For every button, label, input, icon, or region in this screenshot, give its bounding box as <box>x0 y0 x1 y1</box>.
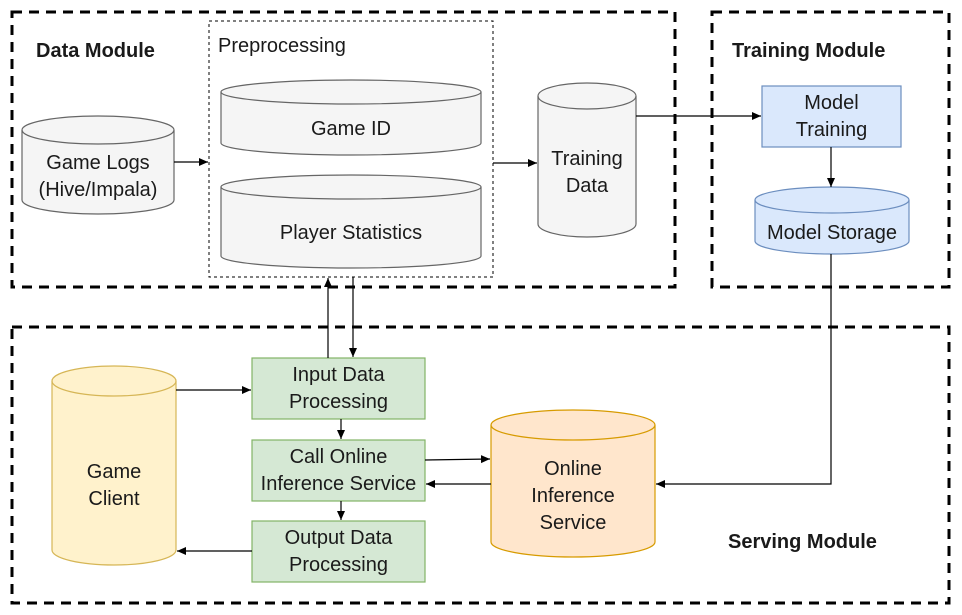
serving-module-title: Serving Module <box>728 530 877 553</box>
preprocessing-title: Preprocessing <box>218 34 346 57</box>
training-module-title: Training Module <box>732 39 886 62</box>
call-online-inference-box <box>251 439 426 502</box>
game-client-label: Game Client <box>86 461 142 510</box>
online-inference-cylinder <box>490 409 656 558</box>
call-online-inference-label: Call Online Inference Service <box>260 446 417 495</box>
input-data-processing-box <box>251 357 426 420</box>
game-client-cylinder <box>51 365 177 566</box>
data-module-title: Data Module <box>36 39 155 62</box>
output-data-processing-label: Output Data Processing <box>284 527 393 576</box>
model-training-label: Model Training <box>795 92 868 141</box>
training-data-label: Training Data <box>551 148 623 197</box>
data-module-boundary <box>10 10 677 289</box>
arrow-call-to-online <box>424 455 491 464</box>
player-statistics-cylinder <box>220 174 482 269</box>
game-id-label: Game ID <box>310 117 392 140</box>
serving-module-boundary <box>10 325 951 605</box>
player-statistics-label: Player Statistics <box>279 221 423 244</box>
model-storage-label: Model Storage <box>766 221 898 244</box>
model-storage-cylinder <box>754 186 910 255</box>
online-inference-label: Online Inference Service <box>531 457 615 534</box>
training-data-cylinder <box>537 82 637 238</box>
game-id-cylinder <box>220 79 482 156</box>
game-logs-cylinder <box>21 115 175 215</box>
arrow-storage-to-online-inference <box>656 254 832 488</box>
game-logs-label: Game Logs (Hive/Impala) <box>38 152 158 201</box>
input-data-processing-label: Input Data Processing <box>289 364 388 413</box>
